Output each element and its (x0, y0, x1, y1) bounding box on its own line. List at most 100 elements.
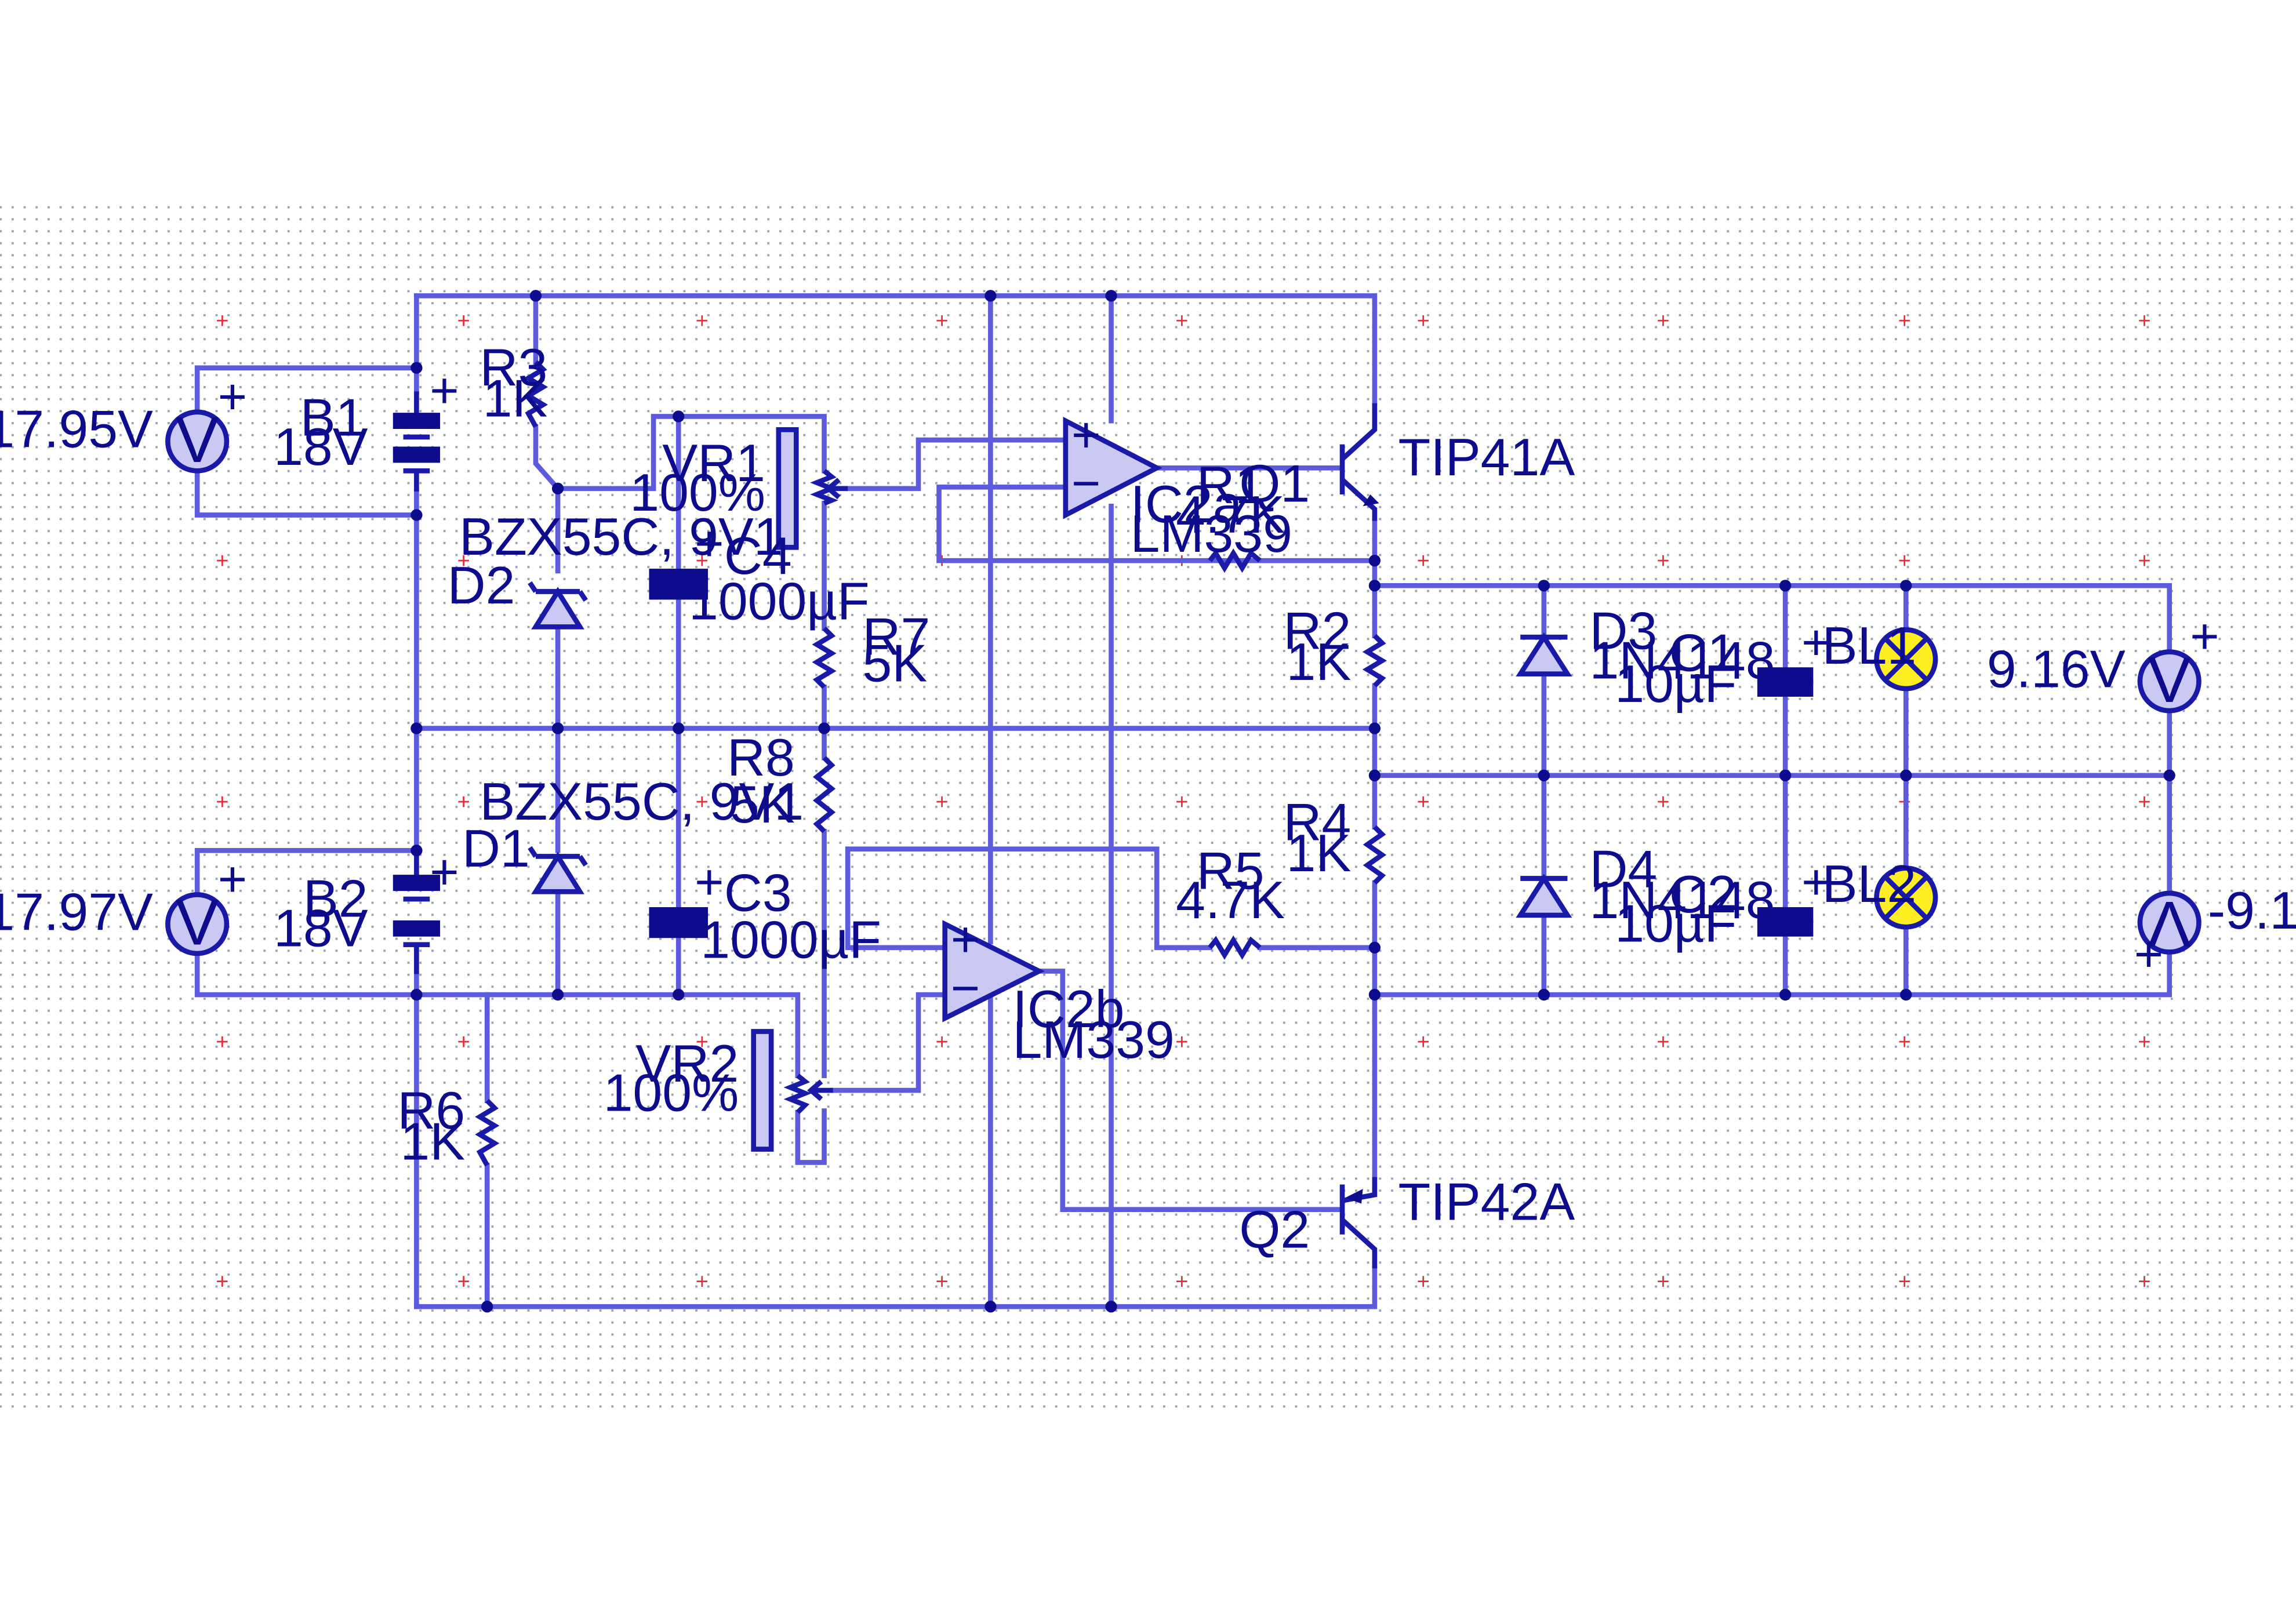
grid-marker: + (216, 1270, 228, 1294)
resistor-r8-name: R8 (727, 728, 795, 787)
opamp-ic2a-name: IC2a (1131, 475, 1243, 534)
zener-d2[interactable]: BZX55C, 9V1 D2 (448, 507, 783, 629)
resistor-r5-name: R5 (1197, 841, 1265, 900)
opamp-ic2a-part: LM339 (1131, 504, 1292, 563)
wire-ic2b-out (1036, 969, 1342, 1212)
voltmeter-2[interactable]: V + 17.97V (0, 851, 247, 959)
wire-meter1 (194, 365, 419, 518)
grid-marker: + (1656, 1030, 1669, 1054)
capacitor-c2[interactable]: + C2 10µF (1615, 854, 1830, 954)
capacitor-c1[interactable]: + C1 10µF (1615, 614, 1830, 714)
capacitor-c1-value: 10µF (1615, 654, 1736, 714)
junction-dot (984, 290, 997, 302)
voltmeter-symbol: V (2148, 888, 2191, 960)
diode-d4-name: D4 (1590, 840, 1658, 899)
transistor-q2[interactable]: TIP42A Q2 (1239, 1172, 1575, 1269)
diode-d4[interactable]: D4 1N4148 (1516, 840, 1775, 930)
lamp-bl2-name: BL2 (1822, 854, 1917, 914)
grid-marker: + (696, 1270, 709, 1294)
resistor-r3[interactable]: R3 1K (480, 338, 548, 428)
svg-text:−: − (951, 960, 980, 1016)
capacitor-c1-name: C1 (1669, 624, 1737, 683)
voltmeter-symbol: V (2148, 643, 2191, 716)
opamp-ic2b-name: IC2b (1012, 980, 1124, 1039)
junction-dot (1538, 769, 1550, 781)
junction-dot (673, 722, 685, 734)
junction-dot (1105, 1301, 1117, 1313)
wiring (194, 293, 2173, 1309)
diode-d3[interactable]: D3 1N4148 (1516, 602, 1775, 690)
resistor-r8[interactable]: R8 5K (727, 728, 836, 834)
grid-marker: + (1898, 1270, 1911, 1294)
wire-top-rail (414, 293, 1378, 406)
battery-b1-name: B1 (300, 388, 365, 447)
junction-dot (551, 482, 564, 494)
opamp-ic2b[interactable]: + − IC2b LM339 (942, 912, 1175, 1069)
resistor-r6[interactable]: R6 1K (397, 1081, 500, 1171)
zener-d1-part: BZX55C, 9V1 (480, 772, 804, 831)
potentiometer-vr2[interactable]: VR2 100% (604, 1029, 833, 1152)
svg-text:+: + (430, 844, 459, 900)
grid-marker: + (1417, 549, 1430, 573)
grid-marker: + (2138, 309, 2150, 333)
resistor-r7[interactable]: R7 5K (812, 607, 931, 693)
transistor-q1[interactable]: TIP41A Q1 (1239, 403, 1575, 521)
svg-text:−: − (1071, 456, 1100, 511)
junction-dot (1368, 580, 1381, 592)
battery-b2-value: 18V (274, 898, 368, 958)
resistor-r3-value: 1K (483, 369, 548, 428)
capacitor-c4-value: 1000µF (689, 572, 870, 631)
junction-dot (673, 410, 685, 423)
transistor-q1-name: Q1 (1239, 454, 1310, 514)
capacitor-c3[interactable]: + C3 1000µF (649, 854, 881, 970)
wire-output-mid (1372, 705, 2173, 897)
svg-text:+: + (2190, 609, 2219, 664)
resistor-r4[interactable]: R4 1K (1283, 793, 1387, 885)
potentiometer-vr1[interactable]: VR1 100% (630, 427, 848, 550)
junction-dot (410, 722, 423, 734)
resistor-r5[interactable]: R5 4.7K (1176, 841, 1285, 960)
junction-dot (551, 722, 564, 734)
junction-dot (984, 1301, 997, 1313)
grid-marker: + (1175, 309, 1188, 333)
transistor-q2-part: TIP42A (1398, 1172, 1575, 1231)
voltmeter-3[interactable]: V + 9.16V (1987, 609, 2219, 716)
potentiometer-vr2-name: VR2 (636, 1034, 739, 1093)
resistor-r2[interactable]: R2 1K (1283, 602, 1387, 692)
lamp-bl2[interactable]: BL2 (1822, 854, 1938, 930)
opamp-ic2a[interactable]: + − IC2a LM339 (1063, 407, 1292, 563)
grid-marker: + (696, 549, 709, 573)
resistor-r6-name: R6 (397, 1081, 465, 1140)
voltmeter-symbol: V (176, 403, 219, 476)
grid-marker: + (1656, 309, 1669, 333)
resistor-r2-name: R2 (1283, 602, 1351, 661)
svg-text:+: + (695, 516, 724, 572)
resistor-r1[interactable]: R1 4.7K (1176, 456, 1285, 573)
resistor-r8-value: 5K (730, 775, 795, 834)
resistor-r7-name: R7 (863, 607, 931, 667)
capacitor-c4[interactable]: + C4 1000µF (649, 516, 870, 631)
voltmeter-1[interactable]: V + 17.95V (0, 369, 247, 476)
grid-marker: + (1417, 790, 1430, 814)
lamp-bl1[interactable]: BL1 (1822, 616, 1938, 692)
zener-d1[interactable]: BZX55C, 9V1 D1 (462, 772, 804, 894)
junction-dot (410, 362, 423, 374)
grid-marker: + (1898, 309, 1911, 333)
battery-b2[interactable]: + B2 18V (274, 844, 459, 974)
grid-marker: + (216, 309, 228, 333)
voltmeter-2-reading: 17.97V (0, 882, 153, 941)
battery-b1-value: 18V (274, 417, 368, 476)
voltmeter-4[interactable]: V + -9.16V (2134, 881, 2296, 982)
battery-b1[interactable]: + B1 18V (274, 363, 459, 492)
capacitor-c4-name: C4 (724, 526, 792, 585)
junction-dot (1779, 988, 1792, 1001)
voltmeter-1-reading: 17.95V (0, 400, 153, 459)
resistor-r2-value: 1K (1287, 632, 1352, 692)
wire-output-top (1372, 583, 2173, 657)
grid-marker: + (216, 790, 228, 814)
svg-text:+: + (2134, 926, 2163, 982)
voltmeter-symbol: V (176, 886, 219, 959)
junction-dot (1368, 988, 1381, 1001)
grid-marker: + (1898, 1030, 1911, 1054)
